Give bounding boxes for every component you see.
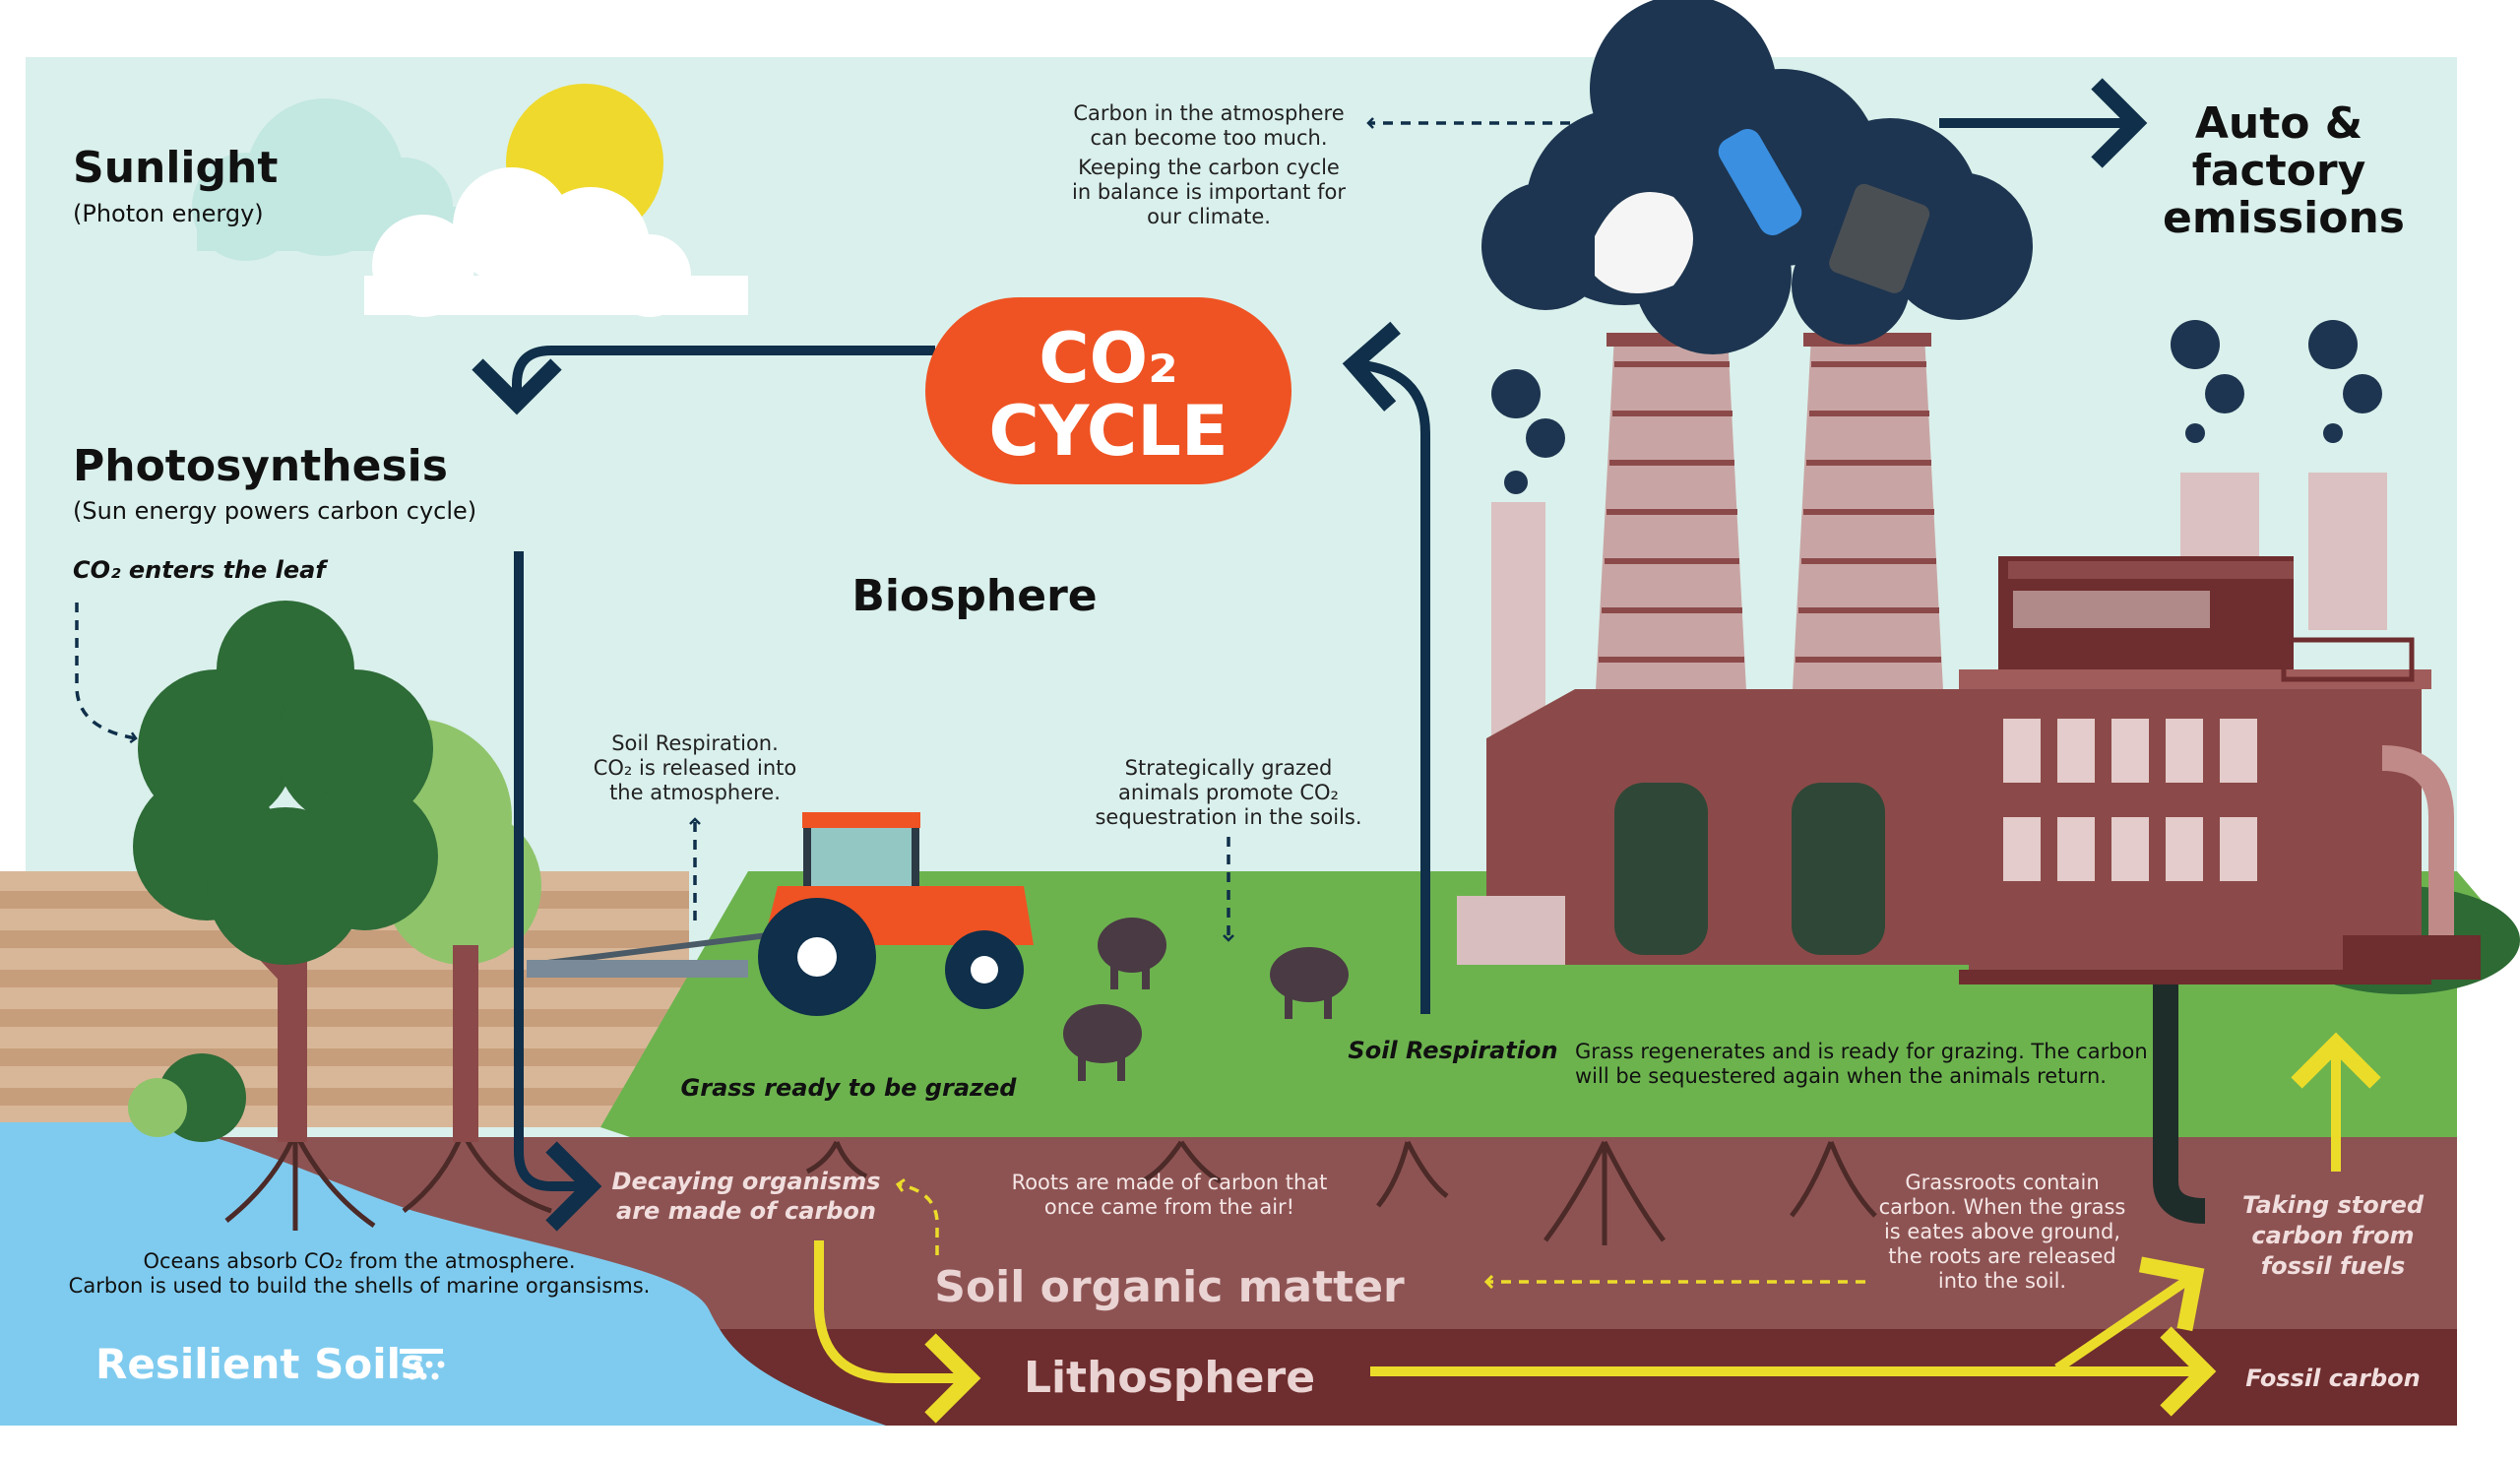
- grazed-note-line: animals promote CO₂: [1118, 781, 1339, 804]
- arrow-to-soil: [514, 551, 602, 1232]
- lithosphere-title: Lithosphere: [1024, 1353, 1315, 1403]
- grazed-note: Strategically grazed animals promote CO₂…: [1095, 756, 1361, 829]
- regen-note-line: will be sequestered again when the anima…: [1575, 1064, 2107, 1088]
- arrow-to-photosynthesis: [472, 346, 935, 415]
- atmosphere-note-line: our climate.: [1147, 205, 1271, 228]
- regen-note-line: Grass regenerates and is ready for grazi…: [1575, 1040, 2148, 1063]
- co2-badge-line1: CO₂: [1039, 318, 1178, 399]
- stored-carbon-line: carbon from: [2251, 1222, 2414, 1249]
- grassroots-note: Grassroots contain carbon. When the gras…: [1879, 1171, 2126, 1293]
- soil-respiration-note-line: the atmosphere.: [609, 781, 781, 804]
- grass-ready-label: Grass ready to be grazed: [681, 1074, 1018, 1102]
- photosynthesis-subtitle: (Sun energy powers carbon cycle): [73, 497, 476, 525]
- photosynthesis-title: Photosynthesis: [73, 441, 448, 491]
- decaying-note-line: Decaying organisms: [612, 1168, 881, 1195]
- grassroots-note-line: Grassroots contain: [1905, 1171, 2099, 1194]
- atmosphere-note-line: in balance is important for: [1072, 180, 1346, 204]
- stored-carbon-line: Taking stored: [2242, 1191, 2425, 1219]
- decaying-note-line: are made of carbon: [616, 1197, 876, 1225]
- ocean-note-line: Carbon is used to build the shells of ma…: [69, 1274, 651, 1298]
- arrow-soil-respiration: [1342, 321, 1430, 1014]
- sunlight-subtitle: (Photon energy): [73, 200, 264, 227]
- soil-band: [138, 1137, 2457, 1329]
- brand-logo-text: Resilient Soils: [95, 1340, 425, 1388]
- stored-carbon-line: fossil fuels: [2261, 1252, 2406, 1280]
- plastic-bag-icon: [1595, 192, 1693, 293]
- factory-icon: [1457, 333, 2481, 1224]
- cloud-white-icon: [364, 167, 748, 317]
- arrow-fossil-up: [2054, 1256, 2205, 1373]
- ocean: [0, 1122, 886, 1426]
- grassroots-note-line: the roots are released: [1888, 1244, 2115, 1268]
- grassroots-note-line: carbon. When the grass: [1879, 1195, 2126, 1219]
- grassroots-note-line: is eates above ground,: [1884, 1220, 2120, 1243]
- emissions-line: Auto &: [2195, 98, 2362, 149]
- emissions-line: factory: [2192, 146, 2366, 196]
- lithosphere-arrows: [814, 1032, 2381, 1424]
- co2-cycle-badge: [925, 297, 1292, 484]
- tractor-icon: [527, 812, 1034, 1016]
- arrow-dashed-decaying: [898, 1184, 939, 1255]
- ocean-note-line: Oceans absorb CO₂ from the atmosphere.: [143, 1249, 575, 1273]
- decaying-note: Decaying organisms are made of carbon: [612, 1168, 881, 1225]
- roots-note: Roots are made of carbon that once came …: [1012, 1171, 1328, 1219]
- grassroots-note-line: into the soil.: [1938, 1269, 2066, 1293]
- grazed-note-line: Strategically grazed: [1125, 756, 1333, 780]
- atmosphere-note: Carbon in the atmosphere can become too …: [1072, 101, 1346, 228]
- co2-badge-line2: CYCLE: [988, 391, 1228, 472]
- roots-note-line: Roots are made of carbon that: [1012, 1171, 1328, 1194]
- fossil-carbon-label: Fossil carbon: [2245, 1365, 2420, 1392]
- leaf-note: CO₂ enters the leaf: [73, 556, 328, 584]
- arrow-soil-to-lithosphere: [814, 1240, 981, 1424]
- sunlight-title: Sunlight: [73, 143, 278, 193]
- atmosphere-note-line: Carbon in the atmosphere: [1073, 101, 1344, 125]
- emissions-title: Auto & factory emissions: [2163, 98, 2405, 243]
- cycle-arrows: [75, 78, 2148, 1232]
- jerrycan-icon: [1829, 183, 1930, 293]
- emissions-line: emissions: [2163, 193, 2405, 243]
- biosphere-title: Biosphere: [851, 571, 1097, 621]
- soil-respiration-note-line: Soil Respiration.: [611, 731, 779, 755]
- regen-note: Grass regenerates and is ready for grazi…: [1575, 1040, 2148, 1088]
- tree-icon: [128, 601, 541, 1142]
- ocean-note: Oceans absorb CO₂ from the atmosphere. C…: [69, 1249, 651, 1298]
- soil-organic-title: Soil organic matter: [934, 1262, 1405, 1312]
- atmosphere-note-line: can become too much.: [1091, 126, 1328, 150]
- soil-respiration-note-line: CO₂ is released into: [594, 756, 797, 780]
- stored-carbon-note: Taking stored carbon from fossil fuels: [2242, 1191, 2425, 1280]
- sheep-icon: [1063, 918, 1349, 1081]
- soil-respiration-note: Soil Respiration. CO₂ is released into t…: [594, 731, 797, 804]
- grazed-note-line: sequestration in the soils.: [1095, 805, 1361, 829]
- roots-note-line: once came from the air!: [1044, 1195, 1294, 1219]
- soil-respiration-label: Soil Respiration: [1348, 1037, 1557, 1064]
- atmosphere-note-line: Keeping the carbon cycle: [1078, 156, 1340, 179]
- roots: [224, 1130, 1877, 1245]
- plastic-bottle-icon: [1718, 128, 1802, 236]
- brand-logo-icon: [400, 1349, 445, 1380]
